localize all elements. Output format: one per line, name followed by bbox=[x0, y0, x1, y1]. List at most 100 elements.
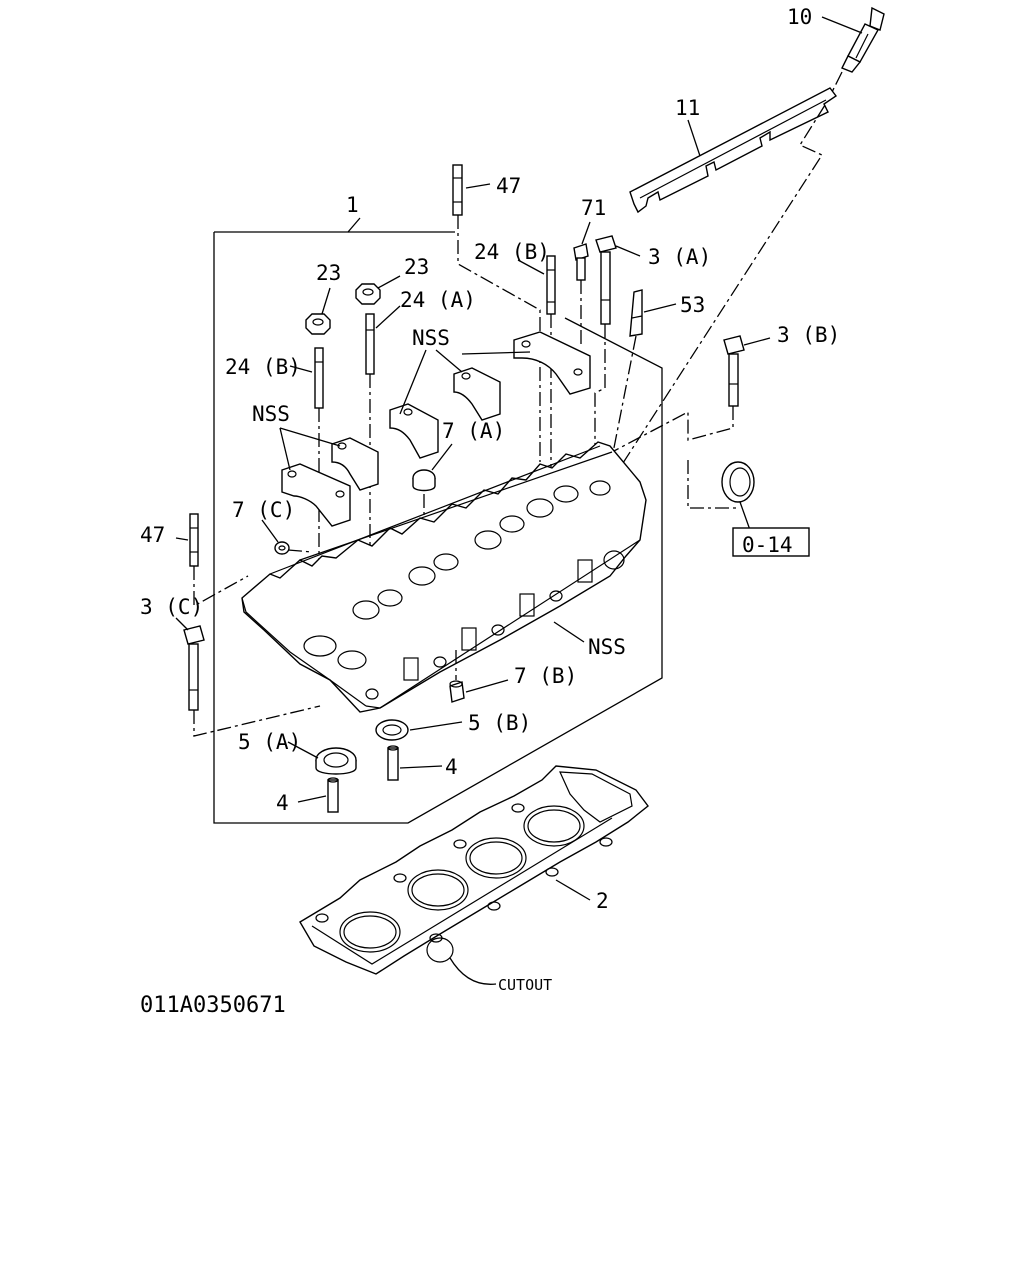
stud-24b-top bbox=[546, 255, 556, 315]
diagram-code: 011A0350671 bbox=[140, 993, 286, 1018]
label-4-left: 4 bbox=[276, 791, 289, 815]
label-4-right: 4 bbox=[445, 755, 458, 779]
centerline-oil-seal bbox=[687, 460, 738, 509]
leader-10 bbox=[821, 16, 863, 34]
leader-47-left bbox=[175, 537, 189, 541]
leader-nss-right bbox=[553, 621, 585, 643]
leader-nss-left-b bbox=[279, 427, 341, 447]
centerline-47-left bbox=[193, 566, 249, 608]
glow-plug-connector-plate bbox=[629, 87, 838, 214]
leader-47-top bbox=[465, 183, 491, 189]
stud-47-top bbox=[452, 164, 463, 216]
assembly-frame bbox=[213, 232, 663, 824]
leader-7b bbox=[465, 679, 509, 693]
nut-23-left bbox=[305, 313, 331, 335]
leader-71 bbox=[581, 221, 591, 245]
valve-seat-5b bbox=[375, 719, 409, 741]
leader-4-left bbox=[297, 795, 327, 803]
label-23-right: 23 bbox=[404, 255, 429, 279]
label-47-top: 47 bbox=[496, 174, 521, 198]
label-47-left: 47 bbox=[140, 523, 165, 547]
plug-7c bbox=[274, 541, 290, 555]
centerline-3a bbox=[594, 324, 606, 470]
bolt-71 bbox=[573, 243, 589, 281]
centerline-3b bbox=[611, 406, 734, 453]
label-0-14: 0-14 bbox=[742, 533, 793, 557]
leader-53 bbox=[643, 303, 677, 313]
valve-ports bbox=[303, 480, 611, 670]
leader-24b-top bbox=[517, 259, 545, 275]
label-7c: 7 (C) bbox=[232, 498, 295, 522]
centerline-7c bbox=[287, 549, 313, 553]
label-23-left: 23 bbox=[316, 261, 341, 285]
label-3b: 3 (B) bbox=[777, 323, 840, 347]
leader-nss-top-a bbox=[435, 349, 463, 373]
leader-24b-left bbox=[289, 365, 313, 373]
cylinder-head bbox=[241, 441, 647, 713]
leader-7c bbox=[261, 519, 279, 543]
leader-5b bbox=[409, 721, 463, 731]
leader-23-left bbox=[321, 287, 331, 315]
leader-3c bbox=[175, 617, 189, 631]
stud-24b-left bbox=[314, 347, 324, 409]
leader-nss-left-a bbox=[279, 427, 291, 471]
label-10: 10 bbox=[787, 5, 812, 29]
bearing-cap-3 bbox=[389, 403, 439, 459]
bearing-cap-5 bbox=[513, 331, 591, 395]
leader-nss-top-b bbox=[461, 351, 531, 355]
label-nss-left: NSS bbox=[252, 402, 290, 426]
leader-cutout bbox=[449, 957, 497, 985]
assembly-frame-top bbox=[214, 217, 361, 233]
leader-3a bbox=[615, 245, 641, 257]
leader-5a bbox=[287, 741, 319, 759]
label-24b-left: 24 (B) bbox=[225, 355, 301, 379]
centerline-connector bbox=[611, 104, 826, 481]
leader-11 bbox=[687, 119, 701, 157]
oil-seal bbox=[721, 461, 755, 503]
bolt-3b bbox=[723, 335, 745, 407]
centerline-53 bbox=[609, 335, 637, 469]
label-nss-top: NSS bbox=[412, 326, 450, 350]
reference-box bbox=[732, 527, 810, 557]
label-53: 53 bbox=[680, 293, 705, 317]
bolt-3c bbox=[183, 625, 205, 711]
cutout-detail-circle bbox=[426, 937, 454, 963]
stud-53 bbox=[629, 289, 643, 337]
label-3c: 3 (C) bbox=[140, 595, 203, 619]
glow-plug bbox=[841, 6, 885, 73]
label-5a: 5 (A) bbox=[238, 730, 301, 754]
leader-24a bbox=[375, 305, 401, 329]
bearing-cap-4 bbox=[453, 367, 501, 421]
nut-23-right bbox=[355, 283, 381, 305]
plug-7b bbox=[449, 680, 465, 703]
valve-guide-left bbox=[327, 777, 339, 813]
label-5b: 5 (B) bbox=[468, 711, 531, 735]
bolt-3a bbox=[595, 235, 617, 325]
leader-2 bbox=[555, 879, 591, 901]
leader-nss-top-c bbox=[399, 349, 427, 415]
side-ports bbox=[365, 550, 625, 700]
stud-24a bbox=[365, 313, 375, 375]
label-3a: 3 (A) bbox=[648, 245, 711, 269]
leader-0-14 bbox=[739, 501, 751, 531]
label-11: 11 bbox=[675, 96, 700, 120]
centerline-47-top bbox=[457, 215, 541, 462]
label-71: 71 bbox=[581, 196, 606, 220]
label-7a: 7 (A) bbox=[442, 419, 505, 443]
leader-7a bbox=[431, 443, 453, 471]
bearing-cap-1 bbox=[281, 463, 351, 527]
centerline-3c bbox=[193, 705, 321, 737]
label-2: 2 bbox=[596, 889, 609, 913]
label-nss-right: NSS bbox=[588, 635, 626, 659]
label-cutout: CUTOUT bbox=[498, 976, 552, 994]
valve-guide-right bbox=[387, 745, 399, 781]
leader-23-right bbox=[377, 275, 401, 289]
valve-seat-5a bbox=[315, 747, 357, 775]
head-gasket bbox=[299, 765, 649, 975]
label-24b-top: 24 (B) bbox=[474, 240, 550, 264]
label-24a: 24 (A) bbox=[400, 288, 476, 312]
label-1: 1 bbox=[346, 193, 359, 217]
label-7b: 7 (B) bbox=[514, 664, 577, 688]
